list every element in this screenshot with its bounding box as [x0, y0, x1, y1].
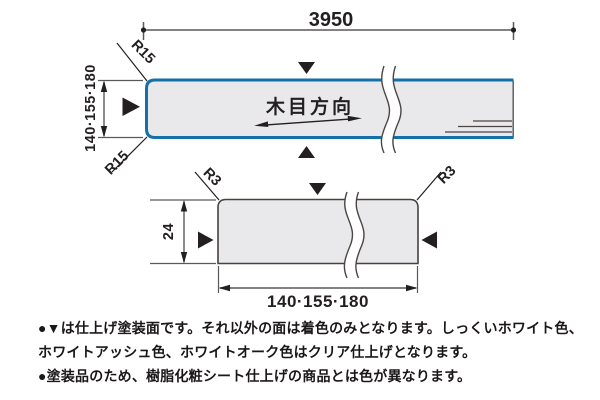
note-line-1: ●▼は仕上げ塗装面です。それ以外の面は着色のみとなります。しっくいホワイト色、	[38, 320, 583, 336]
dimension-drawing: 3950 木目方向	[83, 9, 517, 311]
break-gap	[343, 189, 364, 281]
dimension-dot-right	[510, 27, 517, 33]
radius-label: R15	[102, 148, 132, 178]
section-break-symbol	[343, 189, 365, 281]
finish-mark-bottom-icon	[298, 146, 315, 158]
finish-mark-top-icon	[298, 62, 315, 74]
dimension-dot-left	[140, 27, 147, 33]
break-line-right	[392, 65, 402, 154]
arrowhead-up	[180, 200, 188, 212]
note-line-3: ●塗装品のため、樹脂化粧シート仕上げの商品とは色が異なります。	[38, 368, 472, 384]
grain-direction-label: 木目方向	[265, 95, 354, 118]
corner-radius-right-callout: R3	[416, 163, 459, 201]
section-view: 24 140·155·180 R3 R3	[150, 163, 459, 311]
finished-edge-highlight	[145, 78, 514, 139]
thickness-value: 24	[161, 223, 177, 240]
finish-mark-left-icon	[198, 231, 214, 249]
arrowhead-right	[406, 284, 418, 292]
finish-mark-right-icon	[421, 231, 437, 249]
finish-notes: ●▼は仕上げ塗装面です。それ以外の面は着色のみとなります。しっくいホワイト色、 …	[38, 316, 583, 388]
width-dimension: 140·155·180	[83, 64, 143, 152]
leader-line	[111, 136, 148, 173]
length-dimension: 3950	[140, 9, 517, 40]
corner-radius-top-callout: R15	[116, 37, 158, 82]
arrowhead-left	[218, 284, 230, 292]
radius-label: R3	[435, 163, 459, 187]
break-line-left	[343, 191, 354, 279]
break-gap	[380, 64, 401, 156]
break-line-right	[355, 191, 365, 279]
board-surface	[146, 80, 514, 138]
break-line-left	[380, 65, 391, 154]
radius-label: R3	[200, 165, 224, 189]
arrowhead-up	[100, 80, 108, 92]
leader-line	[416, 171, 442, 201]
thickness-dimension: 24	[150, 199, 216, 265]
leader-line	[194, 171, 220, 201]
grain-direction-arrow-icon	[254, 115, 362, 127]
section-body	[217, 198, 419, 265]
grain-detail-lines	[445, 120, 512, 133]
section-width-dimension: 140·155·180	[217, 266, 419, 311]
top-view: 3950 木目方向	[83, 9, 517, 178]
break-symbol	[380, 64, 402, 156]
length-value: 3950	[309, 9, 354, 31]
finish-mark-top-icon	[309, 183, 326, 195]
finish-mark-left-icon	[122, 97, 140, 116]
corner-radius-bottom-callout: R15	[102, 136, 148, 178]
section-width-value: 140·155·180	[267, 292, 369, 311]
width-value: 140·155·180	[83, 64, 99, 152]
leader-line	[116, 42, 148, 82]
arrowhead-down	[180, 252, 188, 264]
arrowhead-down	[100, 126, 108, 138]
note-line-2: ホワイトアッシュ色、ホワイトオーク色はクリア仕上げとなります。	[38, 344, 477, 360]
corner-radius-left-callout: R3	[194, 165, 224, 201]
